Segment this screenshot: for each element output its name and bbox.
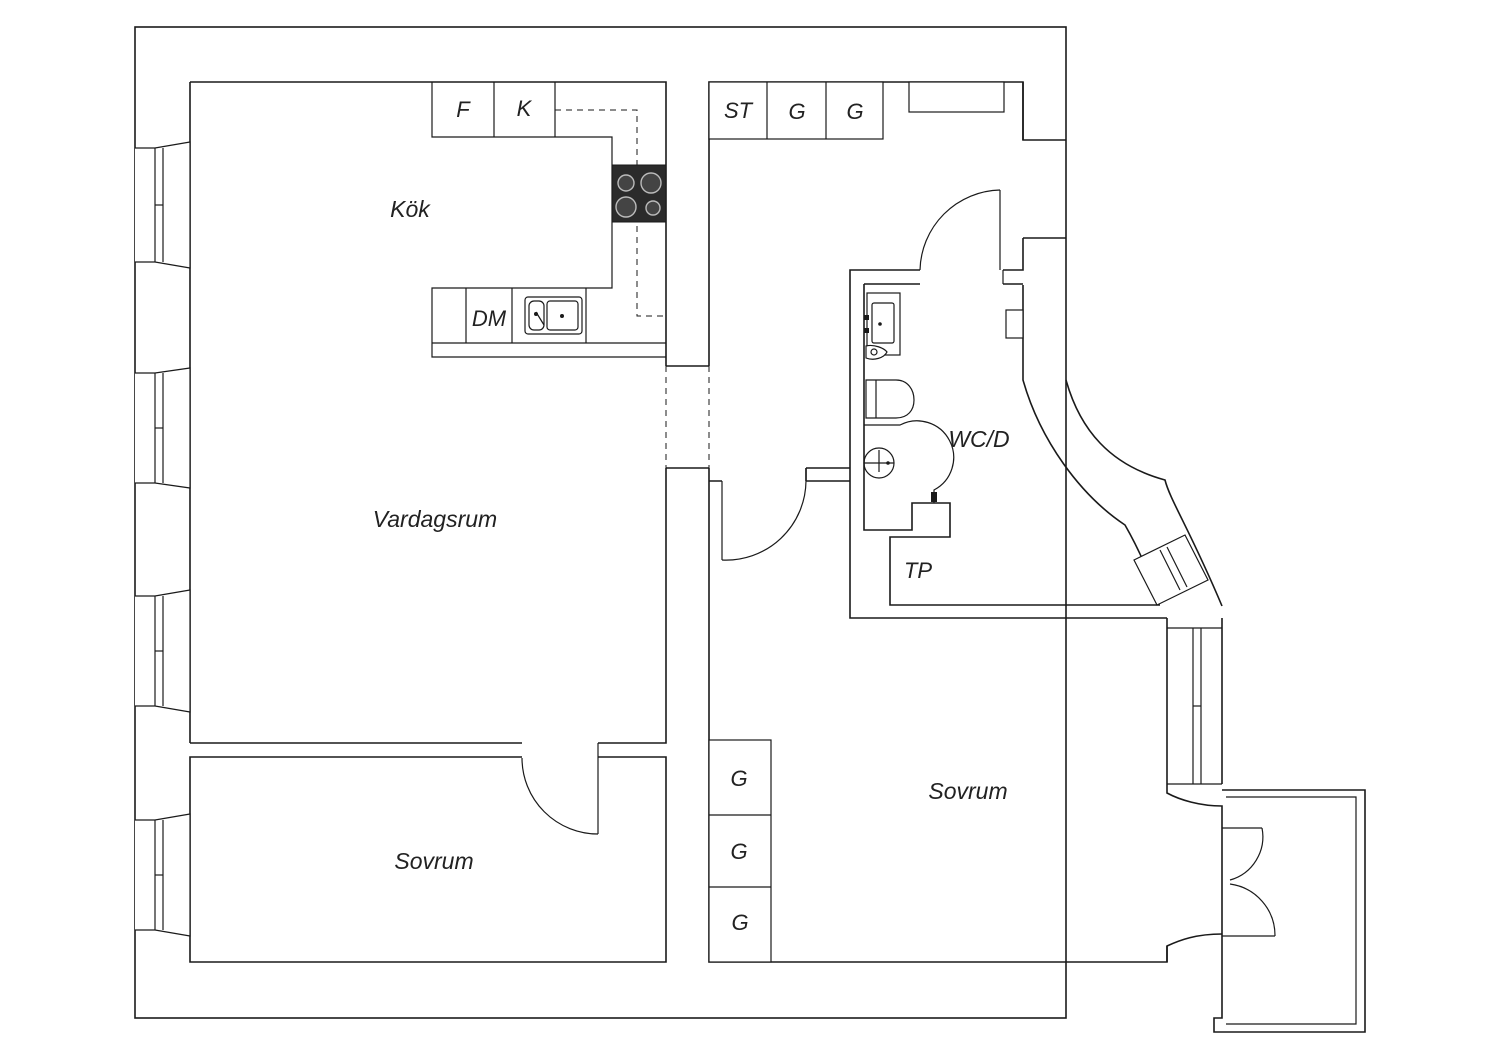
- wardrobe-hall-1-label: G: [788, 99, 805, 124]
- washbasin-icon: [864, 292, 901, 356]
- right-bedroom-walls: [1166, 618, 1223, 934]
- right-bedroom-label: Sovrum: [928, 778, 1007, 804]
- window-bedroom-right: [1167, 627, 1222, 785]
- door-bathroom: [919, 189, 1001, 271]
- washer-dryer-label: TP: [904, 558, 932, 583]
- bathroom-label: WC/D: [948, 426, 1009, 452]
- door-right-bedroom: [721, 468, 807, 561]
- kitchen-living-walls: [189, 81, 667, 744]
- dishwasher-label: DM: [472, 306, 507, 331]
- left-bedroom-walls: [189, 756, 667, 963]
- fridge-label: F: [456, 97, 471, 122]
- living-room-label: Vardagsrum: [373, 506, 497, 532]
- door-left-bedroom: [521, 743, 599, 835]
- sink-icon: [524, 296, 583, 335]
- balcony: [1213, 789, 1366, 1033]
- storage-label: ST: [724, 98, 754, 123]
- passage-opening: [665, 365, 710, 469]
- window-bathroom: [1133, 534, 1209, 606]
- window-kitchen: [135, 141, 191, 269]
- kitchen-fixtures: F K DM: [431, 82, 667, 358]
- doors: [521, 189, 1001, 835]
- hall-fixtures: ST G G: [708, 81, 1005, 140]
- window-living-2: [135, 589, 191, 713]
- toilet-icon: [865, 379, 915, 419]
- wardrobe-bed-1-label: G: [730, 766, 747, 791]
- wardrobe-bed-3-label: G: [731, 910, 748, 935]
- window-living-1: [135, 367, 191, 489]
- bidet-icon: [865, 344, 888, 360]
- stove-icon: [611, 164, 667, 223]
- balcony-door: [1222, 827, 1276, 937]
- wardrobe-bed-2-label: G: [730, 839, 747, 864]
- right-wing-walls: [708, 81, 1223, 963]
- kitchen-label: Kök: [390, 196, 431, 222]
- left-bedroom-label: Sovrum: [394, 848, 473, 874]
- exterior-walls: [134, 26, 1067, 1019]
- windows: [135, 141, 1222, 937]
- room-labels: Kök Vardagsrum Sovrum Sovrum WC/D: [373, 196, 1010, 874]
- bathroom-fixtures: TP: [863, 292, 955, 583]
- wardrobe-hall-2-label: G: [846, 99, 863, 124]
- freezer-label: K: [517, 96, 533, 121]
- window-bedroom-left: [135, 813, 191, 937]
- shower-icon: [863, 420, 955, 503]
- bedroom-wardrobes: G G G: [708, 739, 772, 963]
